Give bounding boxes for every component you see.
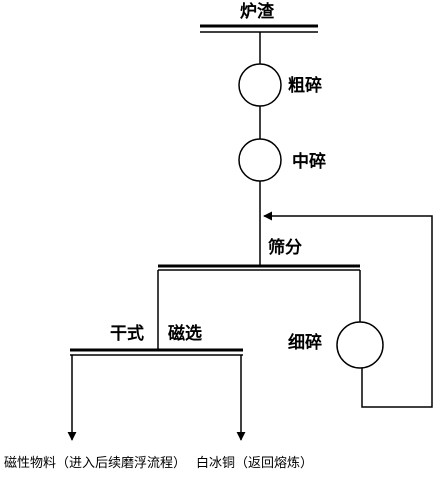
fine-crusher-circle <box>336 321 384 369</box>
feed-bar <box>200 24 318 33</box>
feed-label: 炉渣 <box>240 2 274 22</box>
screen-bar <box>158 264 360 271</box>
medium-crusher-circle <box>238 138 282 182</box>
fine-crush-label: 细碎 <box>288 333 322 353</box>
medium-crush-label: 中碎 <box>292 152 326 172</box>
coarse-crush-label: 粗碎 <box>288 76 322 96</box>
coarse-crusher-circle <box>238 63 282 107</box>
screening-label: 筛分 <box>268 238 302 258</box>
separation-bar <box>70 348 243 356</box>
dry-type-label: 干式 <box>110 324 144 344</box>
recycle-loop-line <box>263 211 433 408</box>
magnetic-product-label: 磁性物料（进入后续磨浮流程） <box>4 456 187 471</box>
white-ice-copper-product-label: 白冰铜（返回熔炼） <box>196 456 314 471</box>
magnetic-separation-label: 磁选 <box>168 324 202 344</box>
